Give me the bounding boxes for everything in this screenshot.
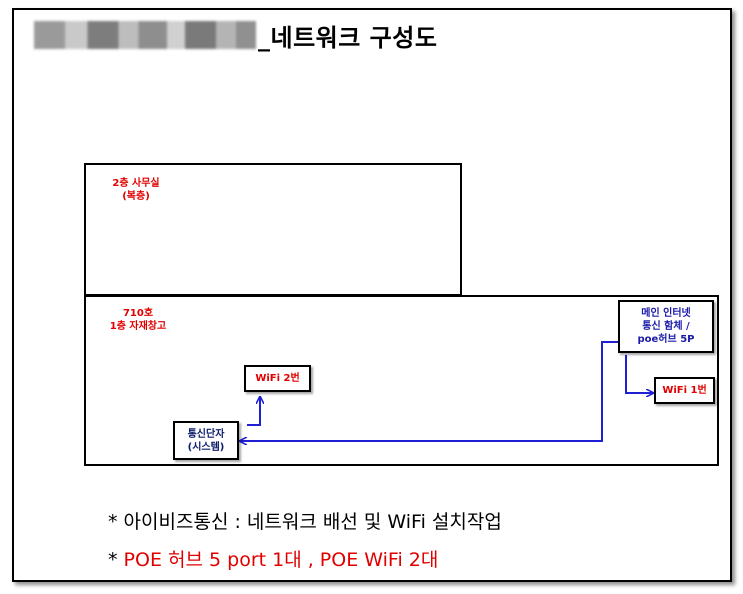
wire-main-to-terminal [240, 341, 618, 441]
room-710-label-line2: 1층 자재창고 [109, 321, 167, 332]
main-internet-label-line3: poe허브 5P [637, 334, 695, 345]
room-2f-label: 2층 사무실 (복층) [96, 177, 176, 203]
terminal-label-line1: 통신단자 [187, 428, 225, 440]
note-line-1: * 아이비즈통신 : 네트워크 배선 및 WiFi 설치작업 [108, 511, 502, 533]
page-title: _네트워크 구성도 [258, 23, 438, 52]
room-2f-office [84, 163, 462, 296]
room-2f-label-line2: (복층) [122, 191, 150, 202]
redacted-company-name [34, 21, 256, 49]
main-internet-label-line2: 통신 함체 / [642, 321, 690, 332]
room-2f-label-line1: 2층 사무실 [112, 178, 160, 189]
room-710-label-line1: 710호 [122, 308, 154, 319]
room-710-label: 710호 1층 자재창고 [98, 307, 178, 333]
note-line-2-bullet: * [108, 549, 124, 571]
wifi1-label: WiFi 1번 [662, 385, 707, 396]
wifi2-node: WiFi 2번 [244, 365, 311, 392]
note-line-2-text: POE 허브 5 port 1대 , POE WiFi 2대 [123, 549, 439, 571]
wire-main-to-wifi1 [625, 355, 653, 393]
wire-terminal-to-wifi2 [247, 397, 260, 426]
terminal-label-line2: (시스템) [187, 441, 225, 453]
wifi1-node: WiFi 1번 [654, 377, 715, 404]
main-internet-label-line1: 메인 인터넷 [641, 308, 691, 319]
terminal-node: 통신단자 (시스템) [173, 421, 239, 460]
title-row: _네트워크 구성도 [34, 18, 437, 52]
note-line-2: * POE 허브 5 port 1대 , POE WiFi 2대 [108, 545, 438, 572]
main-internet-node: 메인 인터넷 통신 함체 / poe허브 5P [618, 300, 714, 353]
wifi2-label: WiFi 2번 [255, 373, 300, 384]
